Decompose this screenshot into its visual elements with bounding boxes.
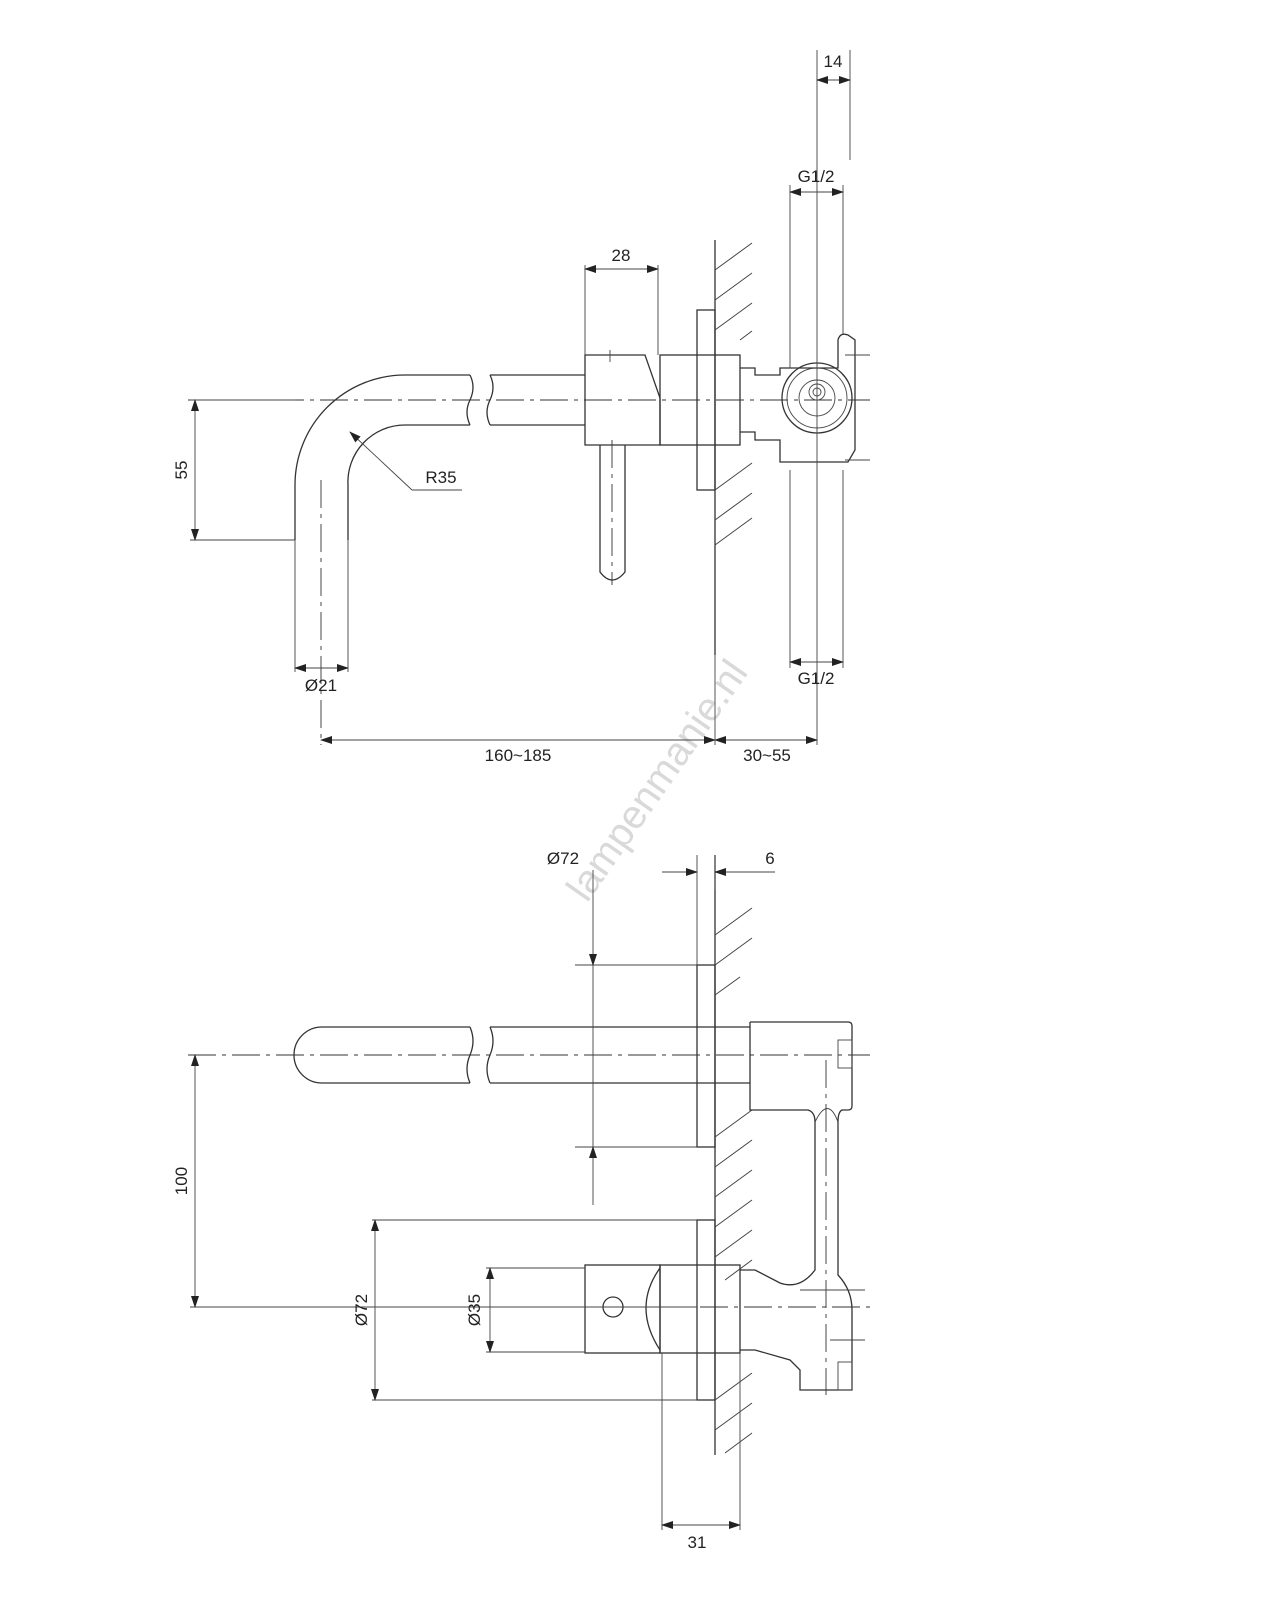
extension-lines [190, 50, 851, 745]
dim-d72-side: Ø72 [352, 1294, 371, 1326]
handle-front [480, 1264, 870, 1354]
dim-31: 31 [688, 1533, 707, 1552]
spout-front [293, 1026, 750, 1084]
dim-d21: Ø21 [305, 676, 337, 695]
dim-30-55: 30~55 [743, 746, 791, 765]
dim-r35: R35 [425, 468, 456, 487]
dim-28: 28 [612, 246, 631, 265]
extension-lines-front [190, 855, 741, 1530]
dim-55: 55 [172, 461, 191, 480]
dim-100: 100 [172, 1167, 191, 1195]
dim-g12-bottom: G1/2 [798, 669, 835, 688]
spout [294, 374, 585, 745]
mixer-body [740, 1021, 865, 1395]
dim-g12-top: G1/2 [798, 167, 835, 186]
flanges [696, 964, 716, 1401]
dimensions-front: Ø72 6 100 Ø72 Ø35 31 [172, 849, 775, 1552]
dimensions: 14 G1/2 28 55 R35 Ø21 G1/2 160~185 30~55 [172, 52, 851, 765]
valve-body [740, 333, 870, 463]
wall [714, 240, 753, 655]
handle [584, 265, 661, 585]
dim-d35: Ø35 [465, 1294, 484, 1326]
front-view: Ø72 6 100 Ø72 Ø35 31 [172, 849, 870, 1552]
top-view: 14 G1/2 28 55 R35 Ø21 G1/2 160~185 30~55 [172, 50, 870, 765]
wall-front [714, 855, 753, 1455]
dim-6: 6 [765, 849, 774, 868]
watermark: lampenmanie.nl [558, 652, 756, 909]
dim-d72-top: Ø72 [547, 849, 579, 868]
dim-160-185: 160~185 [485, 746, 552, 765]
dim-14: 14 [824, 52, 843, 71]
